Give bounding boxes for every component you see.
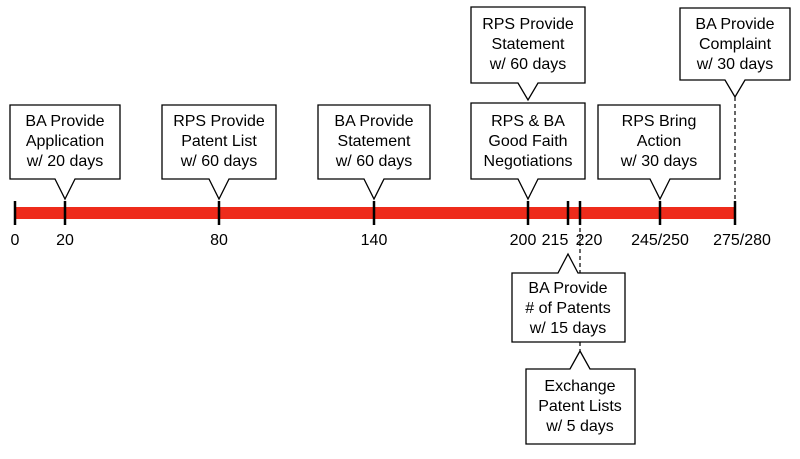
- callout-line-2: Application: [26, 133, 104, 150]
- callout-ba-provide-application: BA Provide Application w/ 20 days: [9, 104, 121, 201]
- callout-line-3: w/ 30 days: [620, 153, 697, 170]
- callout-line-3: w/ 60 days: [180, 153, 257, 170]
- callout-box: [317, 104, 431, 201]
- callout-box: [161, 104, 277, 201]
- callout-line-1: RPS & BA: [491, 113, 565, 130]
- callout-line-2: Statement: [492, 36, 565, 53]
- callouts: BA Provide Application w/ 20 days RPS Pr…: [9, 6, 791, 445]
- callout-line-1: BA Provide: [25, 113, 104, 130]
- callout-box: [470, 102, 586, 201]
- tick-label-220: 220: [576, 232, 603, 249]
- callout-rps-provide-patent-list: RPS Provide Patent List w/ 60 days: [161, 104, 277, 201]
- callout-line-2: Good Faith: [488, 133, 567, 150]
- callout-line-2: Patent List: [181, 133, 257, 150]
- tick-label-215: 215: [542, 232, 569, 249]
- callout-ba-provide-number-of-patents: BA Provide # of Patents w/ 15 days: [511, 252, 626, 343]
- tick-label-80: 80: [210, 232, 228, 249]
- callout-rps-bring-action: RPS Bring Action w/ 30 days: [597, 104, 721, 201]
- callout-rps-provide-statement: RPS Provide Statement w/ 60 days: [470, 6, 586, 102]
- callout-line-3: w/ 5 days: [545, 418, 614, 435]
- callout-line-1: BA Provide: [334, 113, 413, 130]
- callout-box: [597, 104, 721, 201]
- callout-box: [679, 7, 791, 99]
- callout-line-1: Exchange: [544, 378, 615, 395]
- callout-line-3: w/ 60 days: [489, 56, 566, 73]
- callout-ba-provide-complaint: BA Provide Complaint w/ 30 days: [679, 7, 791, 99]
- callout-line-3: w/ 15 days: [529, 320, 606, 337]
- callout-exchange-patent-lists: Exchange Patent Lists w/ 5 days: [525, 349, 636, 445]
- callout-line-2: Statement: [338, 133, 411, 150]
- callout-ba-provide-statement: BA Provide Statement w/ 60 days: [317, 104, 431, 201]
- tick-label-140: 140: [361, 232, 388, 249]
- callout-line-2: Action: [637, 133, 681, 150]
- callout-line-3: Negotiations: [484, 153, 573, 170]
- callout-line-1: BA Provide: [695, 16, 774, 33]
- callout-good-faith-negotiations: RPS & BA Good Faith Negotiations: [470, 102, 586, 201]
- callout-line-1: BA Provide: [528, 280, 607, 297]
- callout-line-1: RPS Provide: [482, 16, 574, 33]
- callout-line-1: RPS Provide: [173, 113, 265, 130]
- callout-box: [9, 104, 121, 201]
- callout-line-3: w/ 30 days: [696, 56, 773, 73]
- tick-label-20: 20: [56, 232, 74, 249]
- callout-line-3: w/ 60 days: [335, 153, 412, 170]
- callout-line-2: Complaint: [699, 36, 772, 53]
- callout-box: [470, 6, 586, 102]
- dashed-connectors: [579, 97, 736, 351]
- callout-line-3: w/ 20 days: [26, 153, 103, 170]
- tick-label-200: 200: [510, 232, 537, 249]
- timeline: 0 20 80 140 200 215 220 245/250 275/280: [11, 201, 771, 249]
- tick-label-275-280: 275/280: [713, 232, 771, 249]
- callout-line-1: RPS Bring: [622, 113, 697, 130]
- callout-box: [525, 349, 636, 445]
- callout-line-2: Patent Lists: [538, 398, 622, 415]
- tick-label-245-250: 245/250: [631, 232, 689, 249]
- tick-label-0: 0: [11, 232, 20, 249]
- tick-labels: 0 20 80 140 200 215 220 245/250 275/280: [11, 232, 771, 249]
- callout-line-2: # of Patents: [525, 300, 610, 317]
- callout-box: [511, 252, 626, 343]
